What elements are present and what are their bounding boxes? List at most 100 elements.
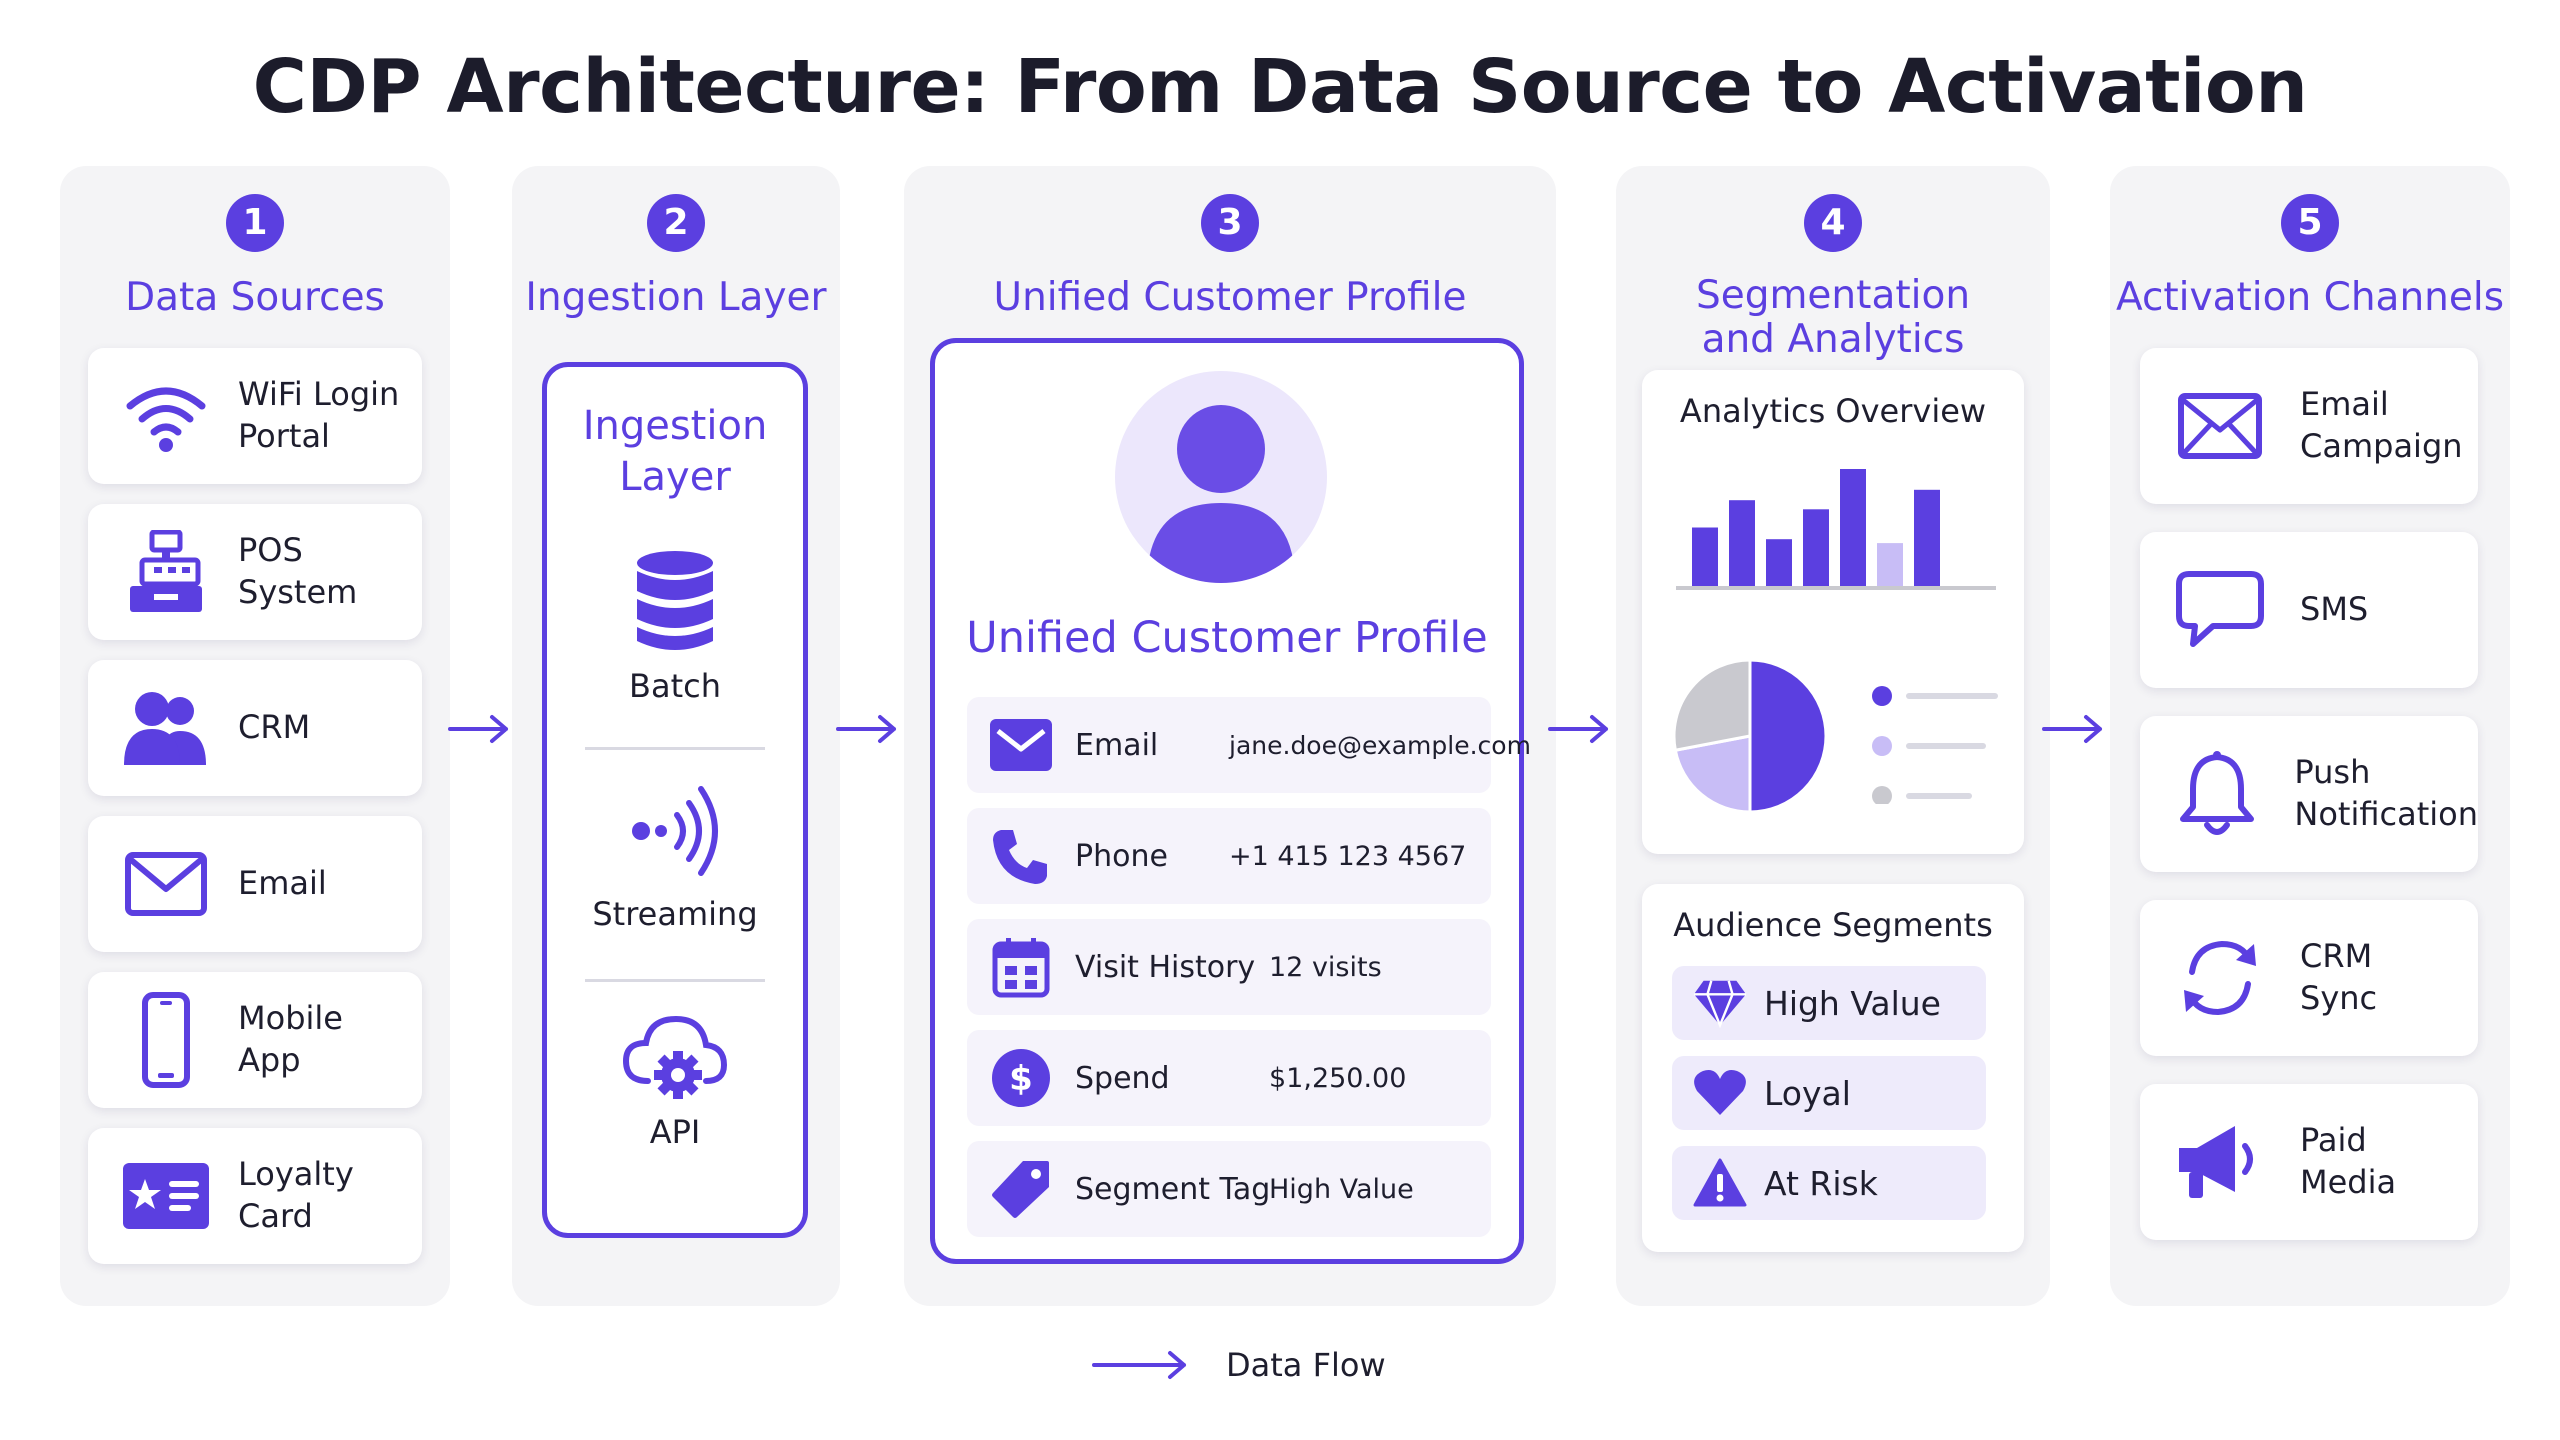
channel-sms[interactable]: SMS [2140, 532, 2478, 688]
pie-chart [1672, 654, 1832, 828]
ingestion-panel-title: Ingestion Layer [582, 403, 768, 501]
column-header: 5 Activation Channels [2110, 194, 2510, 320]
envelope-icon [116, 851, 216, 917]
profile-card[interactable]: Unified Customer Profile Email jane.doe@… [930, 338, 1531, 1264]
column-title: Unified Customer Profile [993, 275, 1467, 320]
column-activation-channels: 5 Activation Channels Email Campaign SMS… [2110, 166, 2510, 1306]
column-title: Data Sources [125, 275, 385, 320]
segment-at-risk[interactable]: At Risk [1672, 1146, 1986, 1220]
source-label: Email [238, 864, 327, 903]
segment-label: High Value [1764, 983, 1941, 1023]
source-label: POS System [238, 531, 358, 611]
column-header: 1 Data Sources [60, 194, 450, 320]
bar-3 [1766, 539, 1792, 586]
phone-icon [989, 826, 1053, 886]
step-number-badge: 2 [647, 194, 705, 252]
step-number-badge: 5 [2281, 194, 2339, 252]
column-title: Activation Channels [2115, 275, 2505, 320]
profile-field-key: Spend [1075, 1060, 1170, 1096]
column-ingestion-layer: 2 Ingestion Layer Ingestion Layer Batch [512, 166, 840, 1306]
profile-field-value: High Value [1269, 1173, 1414, 1205]
megaphone-icon [2170, 1122, 2270, 1202]
flow-arrow-1 [448, 715, 508, 743]
dollar-icon: $ [989, 1048, 1053, 1108]
source-card-pos[interactable]: POS System [88, 504, 422, 640]
profile-field-phone: Phone +1 415 123 4567 [967, 808, 1491, 904]
segment-label: Loyal [1764, 1073, 1851, 1113]
channel-crm-sync[interactable]: CRM Sync [2140, 900, 2478, 1056]
column-title: Segmentation and Analytics [1695, 273, 1971, 362]
source-card-crm[interactable]: CRM [88, 660, 422, 796]
segment-high-value[interactable]: High Value [1672, 966, 1986, 1040]
svg-text:$: $ [1009, 1059, 1033, 1099]
pie-slice-3 [1672, 658, 1752, 752]
source-card-loyalty-card[interactable]: Loyalty Card [88, 1128, 422, 1264]
ingestion-item-label: API [649, 1113, 701, 1151]
source-label: CRM [238, 708, 311, 747]
column-header: 3 Unified Customer Profile [904, 194, 1556, 320]
profile-field-key: Visit History [1075, 949, 1256, 985]
profile-field-value: jane.doe@example.com [1229, 730, 1531, 760]
flow-arrow-4 [2042, 715, 2102, 743]
source-card-wifi[interactable]: WiFi Login Portal [88, 348, 422, 484]
bell-icon [2170, 749, 2264, 839]
channel-email-campaign[interactable]: Email Campaign [2140, 348, 2478, 504]
ingestion-api: API [547, 1011, 803, 1151]
streaming-icon [547, 779, 803, 887]
channel-label: CRM Sync [2300, 937, 2378, 1017]
channel-label: Email Campaign [2300, 385, 2463, 465]
flow-arrow-3 [1548, 715, 1608, 743]
warning-icon [1692, 1158, 1748, 1208]
bar-chart [1676, 469, 1996, 590]
flow-arrow-2 [836, 715, 896, 743]
source-label: Loyalty Card [238, 1155, 354, 1235]
ingestion-item-label: Batch [629, 667, 721, 705]
profile-field-key: Segment Tag [1075, 1171, 1271, 1207]
profile-field-value: 12 visits [1269, 951, 1382, 983]
sync-icon [2170, 936, 2270, 1020]
avatar [1115, 371, 1327, 583]
legend: Data Flow [1092, 1346, 1386, 1384]
step-number-badge: 4 [1804, 194, 1862, 252]
bar-2 [1729, 500, 1755, 586]
profile-field-segment-tag: Segment Tag High Value [967, 1141, 1491, 1237]
ingestion-streaming: Streaming [547, 779, 803, 933]
bar-1 [1692, 527, 1718, 586]
profile-field-key: Phone [1075, 838, 1168, 874]
segment-label: At Risk [1764, 1163, 1878, 1203]
channel-label: SMS [2300, 590, 2369, 629]
pie-slice-2 [1673, 734, 1752, 814]
profile-field-value: $1,250.00 [1269, 1062, 1407, 1094]
heart-icon [1692, 1069, 1748, 1117]
column-header: 4 Segmentation and Analytics [1616, 194, 2050, 361]
page-title: CDP Architecture: From Data Source to Ac… [252, 44, 2308, 130]
column-segmentation-analytics: 4 Segmentation and Analytics Analytics O… [1616, 166, 2050, 1306]
diamond-icon [1692, 978, 1748, 1028]
audience-segments-card[interactable]: Audience Segments High Value Loyal At Ri… [1642, 884, 2024, 1252]
legend-arrow [1092, 1351, 1186, 1379]
source-card-mobile-app[interactable]: Mobile App [88, 972, 422, 1108]
calendar-icon [989, 936, 1053, 998]
step-number-badge: 1 [226, 194, 284, 252]
column-data-sources: 1 Data Sources WiFi Login Portal POS [60, 166, 450, 1306]
channel-label: Paid Media [2300, 1121, 2397, 1201]
column-title: Ingestion Layer [525, 275, 827, 320]
segment-loyal[interactable]: Loyal [1672, 1056, 1986, 1130]
channel-push-notification[interactable]: Push Notification [2140, 716, 2478, 872]
bar-7 [1914, 489, 1940, 586]
profile-field-visit-history: Visit History 12 visits [967, 919, 1491, 1015]
analytics-overview-card[interactable]: Analytics Overview [1642, 370, 2024, 854]
analytics-overview-title: Analytics Overview [1679, 392, 1987, 430]
audience-segments-title: Audience Segments [1673, 906, 1993, 944]
source-label: WiFi Login Portal [238, 375, 400, 455]
users-icon [116, 689, 216, 767]
source-label: Mobile App [238, 999, 343, 1079]
profile-field-key: Email [1075, 727, 1159, 763]
channel-paid-media[interactable]: Paid Media [2140, 1084, 2478, 1240]
envelope-icon [989, 719, 1053, 771]
profile-title: Unified Customer Profile [966, 613, 1488, 663]
bar-6 [1877, 543, 1903, 586]
database-icon [547, 549, 803, 659]
cloud-gear-icon [547, 1011, 803, 1105]
source-card-email[interactable]: Email [88, 816, 422, 952]
